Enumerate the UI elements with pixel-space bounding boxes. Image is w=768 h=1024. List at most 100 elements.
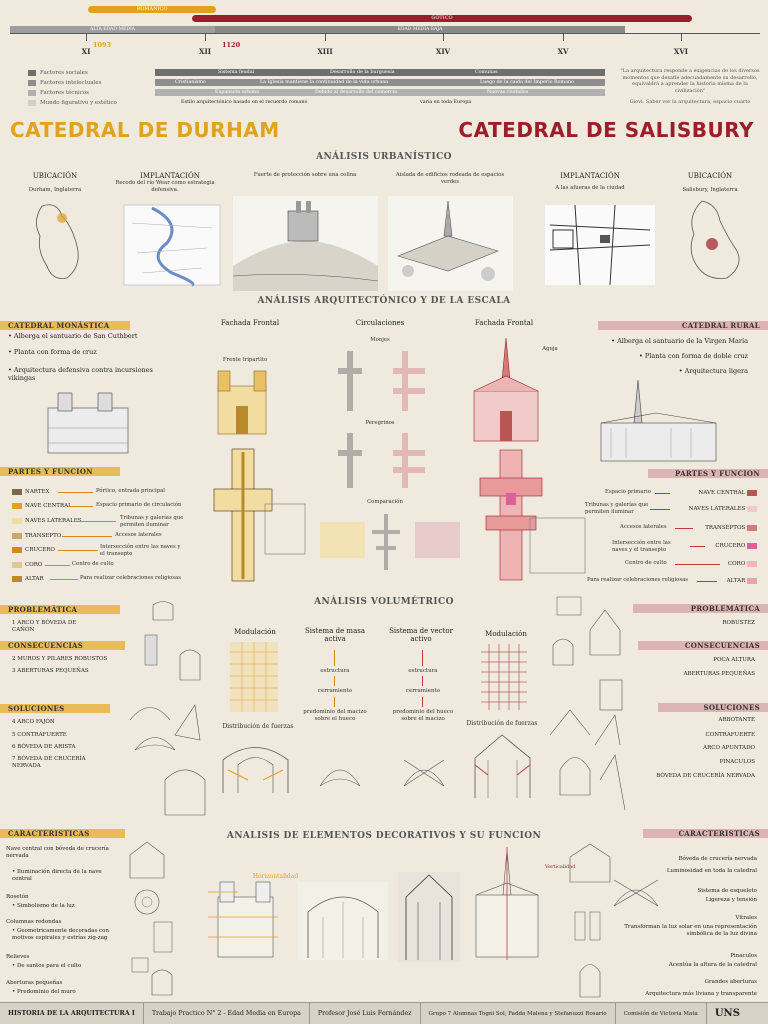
plan-monjes: [338, 351, 425, 411]
part-altar: ALTAR: [12, 575, 44, 584]
hdr-caracteristicas-l: CARACTERISTICAS: [0, 829, 125, 838]
part-desc: Intersección entre las naves y el transe…: [612, 540, 671, 553]
footer-uns-logo: UNS: [714, 1007, 740, 1019]
title-salisbury: CATEDRAL DE SALISBURY: [458, 118, 754, 142]
part-desc: Centro de culto: [625, 560, 667, 566]
plan-durham: [213, 448, 306, 582]
flow-item: predominio del macizo sobre el hueco: [303, 709, 367, 722]
implantacion-text-r: A las afueras de la ciudad: [555, 185, 625, 191]
hdr-caracteristicas-r: CARACTERISTICAS: [643, 829, 768, 838]
part-desc: Accesos laterales: [115, 532, 162, 538]
plan-peregrinos: [338, 433, 425, 488]
flow-arrow: [334, 697, 335, 707]
section-decorativo: ANALISIS DE ELEMENTOS DECORATIVOS Y SU F…: [226, 831, 542, 841]
hdr-consecuencias-l: CONSECUENCIAS: [0, 641, 125, 650]
sketches-vol-left: [129, 601, 206, 816]
dist-fuerzas-r: Distribución de fuerzas: [466, 720, 538, 727]
ctx-label: Debido al desarrollo del comercio: [315, 90, 398, 95]
sol-item: 5 CONTRAFUERTE: [12, 732, 67, 738]
carac-l: Relieves: [6, 954, 30, 960]
section-salisbury: [474, 734, 531, 798]
sketch-durham-facade: [217, 370, 267, 435]
prob-item-r: ROBUSTEZ: [722, 620, 755, 626]
carac-r: Arquitectura más liviana y transparente: [645, 991, 757, 997]
vault-vector: [403, 759, 445, 787]
section-arquitectonico: ANÁLISIS ARQUITECTÓNICO Y DE LA ESCALA: [257, 296, 511, 306]
part-desc: Para realizar celebraciones religiosas: [80, 575, 181, 581]
ubicacion-label: UBICACIÓN: [32, 172, 78, 180]
quote: "La arquitectura responde a exigencias d…: [620, 68, 760, 94]
fachada-label-r: Fachada Frontal: [474, 319, 534, 327]
plan-comparacion: [372, 514, 400, 570]
part-desc: Intersección entre las naves y el transe…: [100, 544, 181, 557]
sol-item-r: ARBOTANTE: [718, 717, 755, 723]
part-nave-central: NAVE CENTRAL: [12, 502, 72, 511]
hdr-partes-r: PARTES Y FUNCION: [648, 469, 768, 478]
section-durham: [222, 747, 289, 793]
monjes-label: Monjes: [370, 337, 390, 343]
modulacion-label-l: Modulación: [234, 628, 276, 636]
baja-edad-bar: EDAD MEDIA BAJA: [215, 26, 625, 33]
sol-item-r: BÓVEDA DE CRUCERÍA NERVADA: [656, 773, 755, 779]
part-transepto-r: TRANSEPTOS: [695, 524, 760, 533]
ctx-label: Luego de la caída del Imperio Romano: [480, 80, 574, 85]
flow-arrow: [422, 650, 423, 666]
cons-item: 3 ABERTURAS PEQUEÑAS: [12, 668, 89, 674]
tick: [205, 33, 206, 41]
hdr-partes-l: PARTES Y FUNCION: [0, 467, 120, 476]
flow-item: estructura: [320, 668, 350, 674]
century-label: XII: [199, 47, 211, 56]
ctx-label: Desarrollo de la burguesía: [330, 70, 395, 75]
part-desc: Espacio primario de circulación: [96, 502, 182, 508]
hdr-soluciones-r: SOLUCIONES: [658, 703, 768, 712]
implantacion-label-r: IMPLANTACIÓN: [560, 172, 620, 180]
carac-l: • Geometricamente decoradas con motivos …: [12, 928, 109, 942]
circulaciones-label: Circulaciones: [355, 319, 405, 327]
part-desc: Pórtico, entrada principal: [96, 488, 165, 494]
implantacion-text: Recodo del río Wear como estrategia defe…: [115, 180, 215, 193]
carac-r: Pinaculos: [730, 953, 757, 959]
mon-bullet: • Alberga el santuario de San Cuthbert: [8, 332, 138, 340]
carac-l: Rosetón: [6, 894, 29, 900]
legend-social: Factores sociales: [28, 70, 88, 76]
comparacion-box-r: [415, 522, 460, 558]
part-nave-central-r: NAVE CENTRAL: [670, 489, 760, 498]
part-desc: Accesos laterales: [620, 524, 667, 530]
tick: [325, 33, 326, 41]
mon-bullet: • Planta con forma de cruz: [8, 348, 97, 356]
prob-item: 1 ARCO Y BÓVEDA DE CAÑÓN: [12, 620, 77, 634]
century-label: XV: [557, 47, 569, 56]
sketch-salisbury-facade-deco: [475, 847, 539, 960]
flow-item: cerramiento: [317, 688, 353, 694]
rur-bullet: • Alberga el santuario de la Virgen Marí…: [611, 337, 748, 345]
carac-r: Ligereza y tensión: [705, 897, 757, 903]
carac-r: Acentúa la altura de la catedral: [668, 962, 757, 968]
ctx-varia: varía en toda Europa: [420, 100, 472, 105]
aguja-label: Aguja: [542, 346, 558, 352]
century-label: XVI: [673, 47, 689, 56]
part-coro-r: CORO: [720, 560, 760, 569]
part-desc: Tribunas y galerías que permiten ilumina…: [585, 502, 649, 515]
year-salisbury: 1120: [222, 41, 241, 49]
implantacion-label: IMPLANTACIÓN: [140, 172, 200, 180]
modulacion-grid-r: [481, 644, 527, 710]
tick: [563, 33, 564, 41]
sketch-salisbury-nave: [398, 872, 460, 962]
sketch-durham-exterior: [47, 392, 129, 454]
sketch-durham-nave: [298, 882, 388, 960]
title-durham: CATEDRAL DE DURHAM: [10, 118, 280, 142]
context-bar: [155, 69, 605, 76]
carac-l: Columnas redondas: [6, 919, 62, 925]
part-desc: Tribunas y galerías que permiten ilumina…: [120, 515, 184, 528]
map-england-durham: [36, 204, 79, 279]
alta-edad-bar: ALTA EDAD MEDIA: [10, 26, 215, 33]
sol-item: 6 BÓVEDA DE ARISTA: [12, 744, 76, 750]
carac-l: • Predominio del muro: [12, 989, 76, 995]
flow-arrow: [334, 650, 335, 666]
comparacion-label: Comparación: [367, 499, 403, 505]
ctx-estilo: Estilo arquitectónico basado en el recue…: [181, 100, 308, 105]
sol-item-r: PINACULOS: [719, 759, 755, 765]
peregrinos-label: Peregrinos: [365, 420, 395, 426]
fuerte-text: Fuerte de protección sobre una colina: [253, 172, 357, 178]
century-label: XIV: [435, 47, 451, 56]
